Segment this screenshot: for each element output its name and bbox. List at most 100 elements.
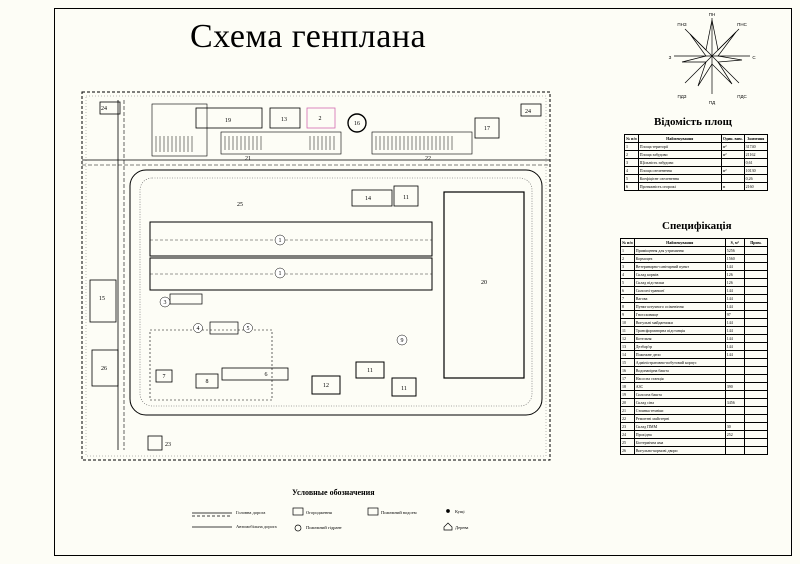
label-6: 6 (265, 372, 268, 378)
areas-table: № п/п Найменування Один. вим. Значення 1… (624, 134, 769, 191)
compass-sw: ПДЗ (678, 94, 687, 99)
spec-cell: 9 (620, 310, 635, 319)
spec-cell: Адміністративно-побутовий корпус (633, 358, 726, 367)
spec-cell: 144 (724, 350, 745, 359)
areas-header: Найменування (637, 134, 722, 143)
label-14: 14 (365, 196, 371, 202)
inner-hedge (139, 177, 533, 407)
spec-cell: 23 (620, 422, 635, 431)
spec-cell (743, 334, 769, 343)
areas-cell: м² (720, 150, 745, 159)
spec-cell: 3456 (724, 398, 745, 407)
label-3: 3 (164, 300, 167, 306)
lot-21-west (151, 103, 208, 157)
spec-cell: 22 (620, 414, 635, 423)
building-24-left (99, 101, 121, 115)
spec-header: Найменування (633, 238, 726, 247)
label-7: 7 (163, 374, 166, 380)
compass-s: ПД (709, 100, 715, 105)
building-1-north (149, 221, 433, 257)
building-11-south (391, 377, 417, 397)
label-24a: 24 (101, 106, 107, 112)
label-16: 16 (354, 121, 360, 127)
areas-cell: 6 (624, 182, 639, 191)
spec-cell: 6 (620, 286, 635, 295)
spec-cell (724, 374, 745, 383)
building-14 (351, 189, 393, 207)
areas-cell: 21162 (743, 150, 769, 159)
building-12 (311, 375, 341, 395)
building-2 (306, 107, 336, 129)
label-12: 12 (323, 383, 329, 389)
spec-cell (743, 358, 769, 367)
spec-cell (724, 438, 745, 447)
compass-n: ПН (709, 12, 715, 17)
compass-se: ПДС (737, 94, 747, 99)
legend-item-trees: Дерева (455, 525, 469, 530)
spec-cell: Вагова (633, 294, 726, 303)
spec-cell: Склад ПММ (633, 422, 726, 431)
label-1a: 1 (279, 238, 282, 244)
building-8 (195, 373, 219, 389)
spec-cell: 20 (620, 398, 635, 407)
spec-header: Прим. (743, 238, 769, 247)
areas-cell: Протяжність огорожі (637, 182, 722, 191)
label-19: 19 (225, 118, 231, 124)
spec-cell: 2 (620, 254, 635, 263)
building-11-north (393, 185, 419, 207)
spec-cell (743, 278, 769, 287)
spec-cell (743, 262, 769, 271)
spec-cell: Дезбар'єр (633, 342, 726, 351)
spec-cell (743, 430, 769, 439)
spec-cell: 15 (620, 358, 635, 367)
hedge-row (85, 95, 547, 457)
spec-cell (743, 414, 769, 423)
spec-cell: Приміщення для утримання (633, 246, 726, 255)
spec-cell: 144 (724, 262, 745, 271)
spec-cell: Вигульно-кормові двори (633, 446, 726, 455)
building-15 (89, 279, 117, 323)
marker-1a (274, 234, 286, 246)
parking-hatch-2 (224, 136, 335, 150)
spec-cell: Склад підстилки (633, 278, 726, 287)
building-4-5 (209, 321, 239, 335)
spec-cell (743, 326, 769, 335)
spec-cell: 252 (724, 430, 745, 439)
areas-cell: Площа території (637, 142, 722, 151)
page-title: Схема генплана (190, 18, 427, 55)
parking-hatch-3 (375, 136, 453, 150)
spec-cell: 5 (620, 278, 635, 287)
legend-item-bushes: Кущі (455, 509, 465, 514)
label-4: 4 (197, 326, 200, 332)
spec-cell: 10 (620, 318, 635, 327)
areas-cell: Площа озеленення (637, 166, 722, 175)
spec-cell: Прохідна (633, 430, 726, 439)
spec-cell: Гноєсховище (633, 310, 726, 319)
spec-cell: Пожежне депо (633, 350, 726, 359)
areas-cell (720, 174, 745, 183)
spec-cell: 97 (724, 310, 745, 319)
lot-22 (371, 131, 473, 155)
spec-cell: 126 (724, 270, 745, 279)
areas-cell: 2 (624, 150, 639, 159)
parking-hatch-1 (155, 136, 193, 152)
spec-cell: Кормоцех (633, 254, 726, 263)
